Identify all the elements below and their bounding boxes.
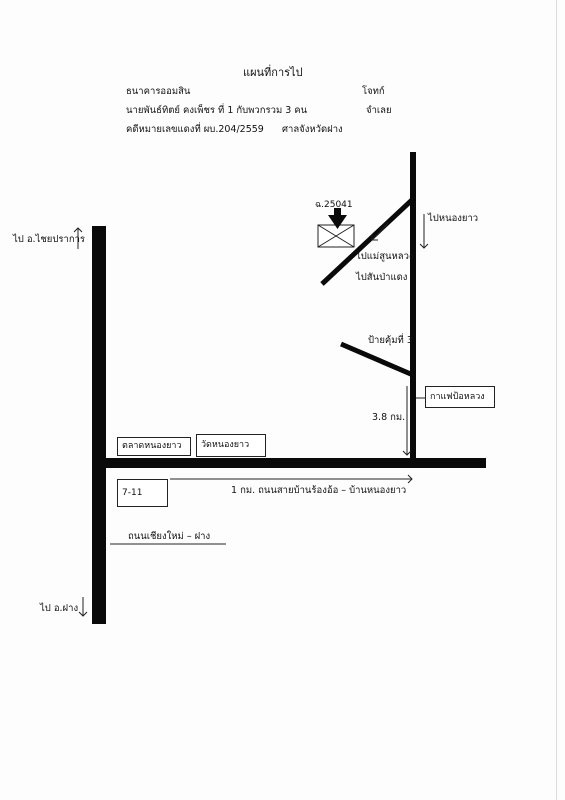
- label-east-road: 1 กม. ถนนสายบ้านร้องอ้อ – บ้านหนองยาว: [231, 485, 407, 496]
- box-cafe: กาแฟป้อหลวง: [425, 386, 495, 408]
- defendant-name: นายพันธ์ทิตย์ คงเพ็ชร ที่ 1 กับพวกรวม 3 …: [126, 105, 308, 116]
- road-rong-o-nong-yao: [100, 458, 486, 468]
- arrow-mae-sun-luang-icon: [371, 222, 389, 241]
- page-title: แผนที่การไป: [243, 66, 303, 79]
- label-to-nong-yao: ไปหนองยาว: [428, 213, 479, 224]
- label-property: ฉ.25041: [315, 200, 353, 210]
- arrow-east-road-icon: [170, 474, 413, 484]
- box-market: ตลาดหนองยาว: [117, 437, 191, 456]
- defendant-role: จำเลย: [366, 105, 392, 116]
- plaintiff-name: ธนาคารออมสิน: [126, 86, 191, 97]
- arrow-distance-icon: [402, 386, 412, 456]
- property-marker-icon: [317, 224, 355, 248]
- label-to-san-pa-daeng: ไปสันป่าแดง: [356, 272, 408, 283]
- road-north-branch: [410, 152, 416, 462]
- label-to-chai-prakan: ไป อ.ไชยปราการ: [13, 234, 86, 245]
- property-pointer-arrow-icon: [328, 208, 347, 229]
- label-chiangmai-fang-road: ถนนเชียงใหม่ – ฝาง: [128, 531, 211, 542]
- road-to-mae-sun-luang: [320, 197, 415, 286]
- label-village-sign: ป้ายคุ้มที่ 3: [368, 335, 413, 346]
- court-name: ศาลจังหวัดฝาง: [282, 124, 343, 135]
- plaintiff-role: โจทก์: [362, 86, 385, 97]
- label-distance: 3.8 กม.: [372, 412, 406, 423]
- case-number: คดีหมายเลขแดงที่ ผบ.204/2559: [126, 124, 264, 135]
- arrow-up-chai-prakan-icon: [73, 227, 83, 249]
- road-chiangmai-fang: [92, 226, 106, 624]
- label-to-mae-sun-luang: ไปแม่สูนหลวง: [356, 251, 414, 262]
- arrow-down-fang-icon: [78, 597, 88, 617]
- road-village-3: [340, 341, 414, 378]
- box-temple: วัดหนองยาว: [196, 434, 266, 457]
- box-store: 7-11: [117, 479, 168, 507]
- arrow-down-nong-yao-icon: [419, 214, 429, 249]
- page-edge: [556, 0, 557, 800]
- label-to-fang: ไป อ.ฝาง: [40, 603, 79, 614]
